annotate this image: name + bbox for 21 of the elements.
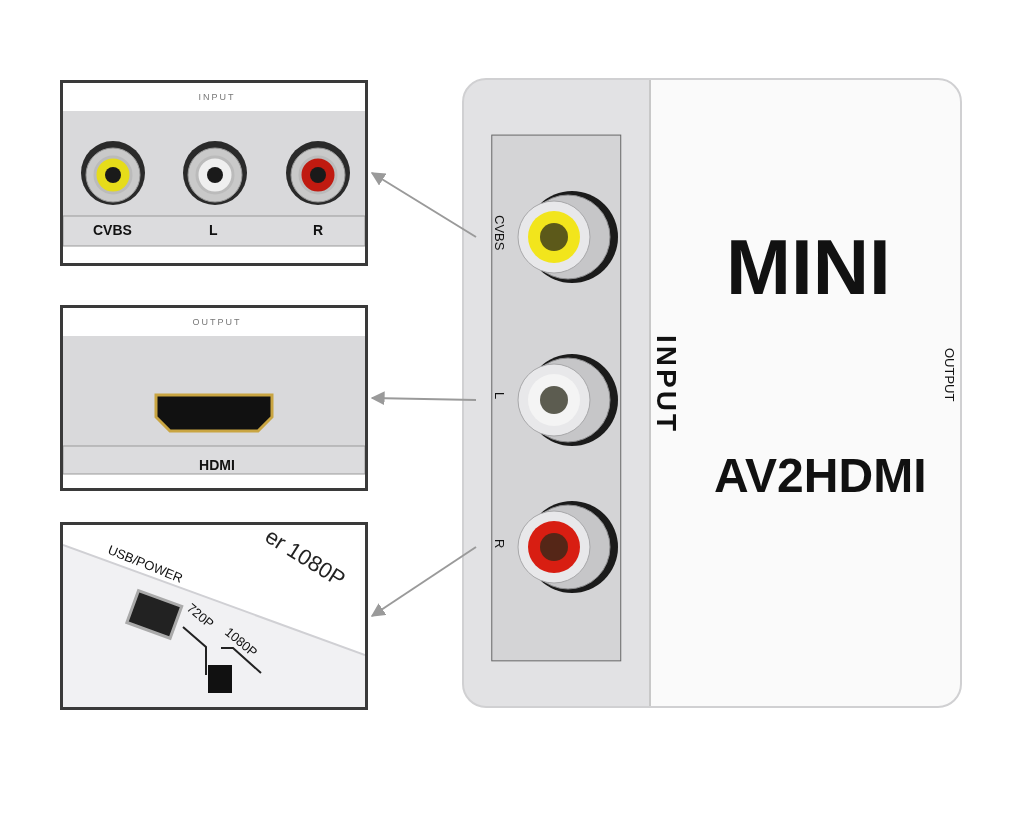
panel-label: HDMI [199, 458, 235, 472]
inset-photo-frame [60, 80, 368, 266]
arrow [370, 172, 477, 238]
port-label: L [493, 392, 506, 400]
device-label: MINI [726, 228, 891, 306]
inset-photo-frame [60, 305, 368, 491]
panel-label: CVBS [93, 223, 132, 237]
panel-label: INPUT [198, 93, 236, 102]
converter-box [462, 78, 962, 708]
panel-label: OUTPUT [192, 318, 242, 327]
panel-label: L [209, 223, 218, 237]
inset-photo-frame [60, 522, 368, 710]
device-label: INPUT [652, 335, 680, 434]
panel-label: 720P [184, 601, 217, 631]
port-label: CVBS [493, 215, 506, 251]
arrow [370, 546, 477, 617]
device-label: OUTPUT [943, 348, 956, 402]
device-label: AV2HDMI [714, 452, 927, 500]
port-label: R [493, 539, 506, 549]
panel-label: R [313, 223, 324, 237]
arrow [370, 391, 477, 406]
